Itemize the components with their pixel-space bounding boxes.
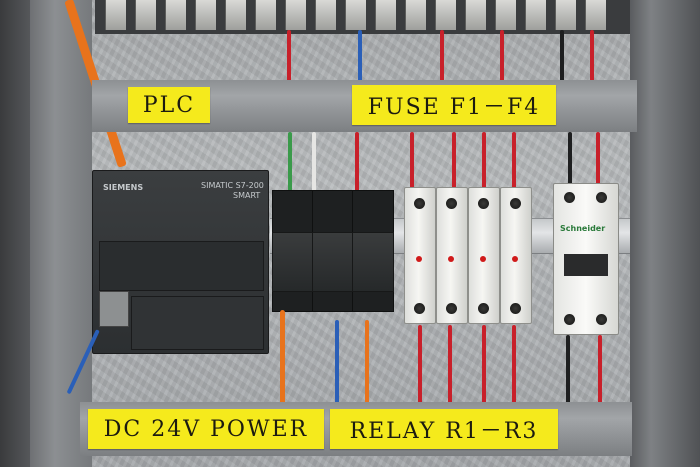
fuse-f2 [436, 187, 468, 324]
led-indicator [480, 256, 486, 262]
relay-label: RELAY R1－R3 [330, 409, 558, 449]
terminal-block [525, 0, 546, 30]
terminal-block [375, 0, 396, 30]
screw-icon [446, 198, 457, 209]
fuse-label: FUSE F1－F4 [352, 85, 556, 125]
breaker-brand: Schneider [560, 224, 606, 233]
terminal-block [225, 0, 246, 30]
terminal-block [255, 0, 276, 30]
plc-model: SIMATIC S7-200 [201, 181, 264, 190]
power-label: DC 24V POWER [88, 409, 324, 449]
terminal-block [495, 0, 516, 30]
terminal-block [435, 0, 456, 30]
wire-red [418, 325, 422, 405]
right-upright-rail [630, 0, 700, 467]
wire-red [482, 325, 486, 405]
terminal-block [165, 0, 186, 30]
terminal-block [405, 0, 426, 30]
terminal-block [105, 0, 126, 30]
wire-orange [280, 310, 285, 405]
fuse-f3 [468, 187, 500, 324]
relay-r1 [272, 232, 314, 292]
wire-red [452, 132, 456, 190]
terminal-block [345, 0, 366, 30]
screw-icon [510, 303, 521, 314]
screw-icon [414, 198, 425, 209]
wire-red [512, 132, 516, 190]
fuse-f4 [500, 187, 532, 324]
wire-black [566, 335, 570, 405]
terminal-block [195, 0, 216, 30]
wire-red [440, 30, 444, 85]
wire-red [512, 325, 516, 405]
terminal-block [555, 0, 576, 30]
wire-blue [335, 320, 339, 405]
cabinet-side [0, 0, 30, 467]
screw-icon [596, 314, 607, 325]
wire-orange [365, 320, 369, 405]
wire-red [287, 30, 291, 90]
breaker-toggle [564, 254, 608, 276]
plc-brand: SIEMENS [103, 183, 144, 192]
left-upright-rail [30, 0, 92, 467]
wire-black [560, 30, 564, 85]
wire-red [500, 30, 504, 85]
terminal-block [315, 0, 336, 30]
wire-red [596, 132, 600, 187]
wire-red [448, 325, 452, 405]
wire-white [312, 132, 316, 202]
wire-red [482, 132, 486, 190]
fuse-f1 [404, 187, 436, 324]
plc-label: PLC [128, 87, 210, 123]
led-indicator [416, 256, 422, 262]
screw-icon [478, 198, 489, 209]
screw-icon [564, 314, 575, 325]
plc-lower-cover [131, 296, 264, 350]
screw-icon [564, 192, 575, 203]
plc-unit: SIEMENS SIMATIC S7-200 SMART [92, 170, 269, 354]
top-terminal-strip [95, 0, 630, 34]
relay-r3 [352, 232, 394, 292]
wire-blue [358, 30, 362, 85]
terminal-block [285, 0, 306, 30]
terminal-block [135, 0, 156, 30]
screw-icon [414, 303, 425, 314]
wire-black [568, 132, 572, 187]
screw-icon [510, 198, 521, 209]
wire-red [355, 132, 359, 192]
wire-red [590, 30, 594, 85]
plc-ethernet-port [99, 291, 129, 327]
relay-r2 [312, 232, 354, 292]
screw-icon [596, 192, 607, 203]
led-indicator [512, 256, 518, 262]
wire-green [288, 132, 292, 202]
screw-icon [446, 303, 457, 314]
terminal-block [465, 0, 486, 30]
screw-icon [478, 303, 489, 314]
plc-io-panel [99, 241, 264, 291]
circuit-breaker: Schneider [553, 183, 619, 335]
terminal-block [585, 0, 606, 30]
wire-red [410, 132, 414, 190]
led-indicator [448, 256, 454, 262]
plc-variant: SMART [233, 191, 261, 200]
wire-red [598, 335, 602, 405]
